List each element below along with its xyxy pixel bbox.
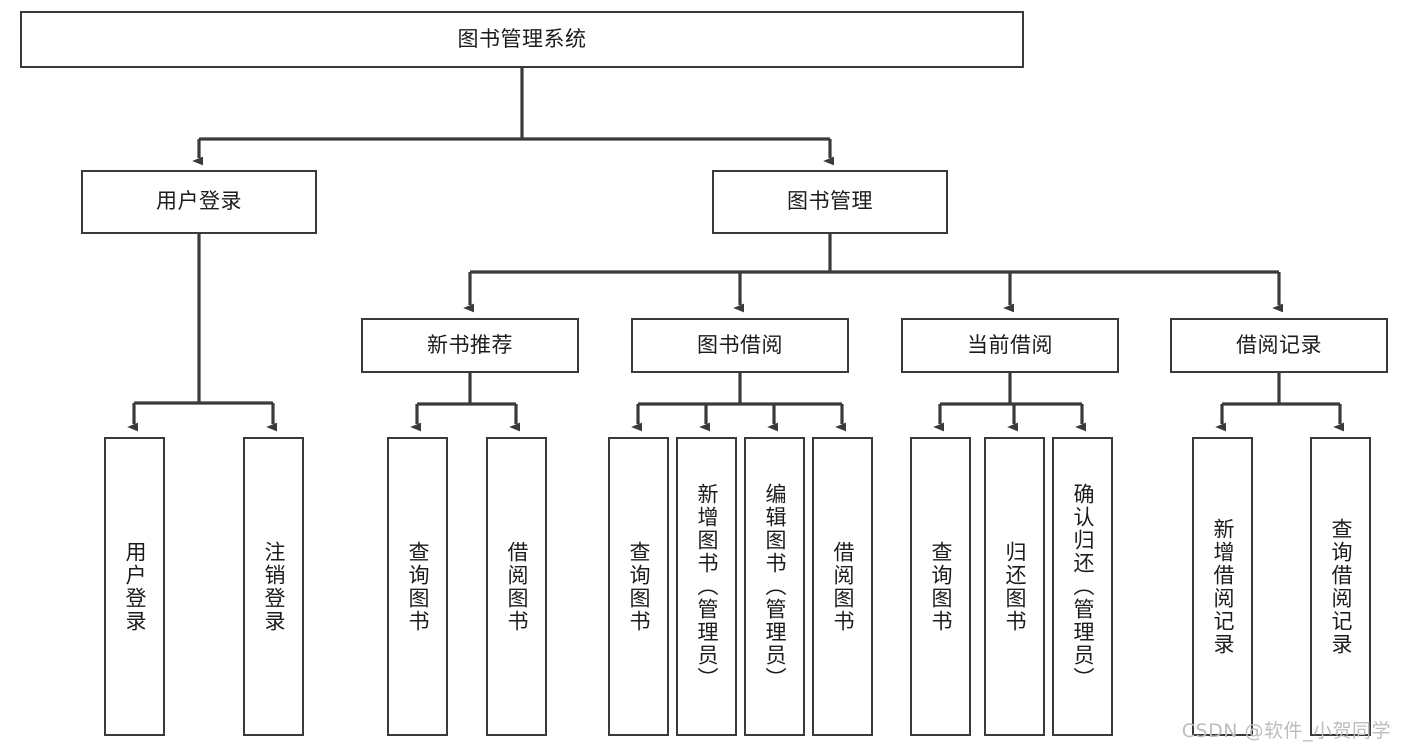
node-level2-3[interactable]: 借阅记录 bbox=[1170, 318, 1388, 373]
node-leaf-2[interactable]: 查询图书 bbox=[387, 437, 448, 736]
node-level1-1-label: 图书管理 bbox=[787, 189, 873, 214]
node-level2-1[interactable]: 图书借阅 bbox=[631, 318, 849, 373]
node-level1-1[interactable]: 图书管理 bbox=[712, 170, 948, 234]
node-level2-2[interactable]: 当前借阅 bbox=[901, 318, 1119, 373]
node-leaf-12[interactable]: 查询借阅记录 bbox=[1310, 437, 1371, 736]
node-leaf-6[interactable]: 编辑图书（管理员） bbox=[744, 437, 805, 736]
node-level2-0[interactable]: 新书推荐 bbox=[361, 318, 579, 373]
node-leaf-11-label: 新增借阅记录 bbox=[1211, 517, 1235, 656]
node-leaf-10-label: 确认归还（管理员） bbox=[1071, 483, 1095, 690]
node-leaf-3-label: 借阅图书 bbox=[505, 540, 529, 633]
node-level2-0-label: 新书推荐 bbox=[427, 332, 513, 357]
node-leaf-4[interactable]: 查询图书 bbox=[608, 437, 669, 736]
node-leaf-8-label: 查询图书 bbox=[929, 540, 953, 633]
node-root[interactable]: 图书管理系统 bbox=[20, 11, 1024, 68]
node-leaf-1[interactable]: 注销登录 bbox=[243, 437, 304, 736]
node-leaf-12-label: 查询借阅记录 bbox=[1329, 517, 1353, 656]
node-leaf-11[interactable]: 新增借阅记录 bbox=[1192, 437, 1253, 736]
node-level2-2-label: 当前借阅 bbox=[967, 332, 1053, 357]
node-level2-1-label: 图书借阅 bbox=[697, 332, 783, 357]
node-leaf-1-label: 注销登录 bbox=[262, 540, 286, 633]
node-leaf-8[interactable]: 查询图书 bbox=[910, 437, 971, 736]
node-level1-0-label: 用户登录 bbox=[156, 189, 242, 214]
node-leaf-10[interactable]: 确认归还（管理员） bbox=[1052, 437, 1113, 736]
node-leaf-4-label: 查询图书 bbox=[627, 540, 651, 633]
node-level2-3-label: 借阅记录 bbox=[1236, 332, 1322, 357]
node-leaf-5-label: 新增图书（管理员） bbox=[695, 483, 719, 690]
node-leaf-9-label: 归还图书 bbox=[1003, 540, 1027, 633]
node-leaf-3[interactable]: 借阅图书 bbox=[486, 437, 547, 736]
node-leaf-0[interactable]: 用户登录 bbox=[104, 437, 165, 736]
node-level1-0[interactable]: 用户登录 bbox=[81, 170, 317, 234]
node-leaf-5[interactable]: 新增图书（管理员） bbox=[676, 437, 737, 736]
node-root-label: 图书管理系统 bbox=[457, 26, 587, 51]
node-leaf-2-label: 查询图书 bbox=[406, 540, 430, 633]
node-leaf-6-label: 编辑图书（管理员） bbox=[763, 483, 787, 690]
node-leaf-9[interactable]: 归还图书 bbox=[984, 437, 1045, 736]
node-leaf-7-label: 借阅图书 bbox=[831, 540, 855, 633]
watermark-text: CSDN @软件_小贺同学 bbox=[1181, 720, 1391, 742]
node-leaf-0-label: 用户登录 bbox=[123, 540, 147, 633]
node-leaf-7[interactable]: 借阅图书 bbox=[812, 437, 873, 736]
